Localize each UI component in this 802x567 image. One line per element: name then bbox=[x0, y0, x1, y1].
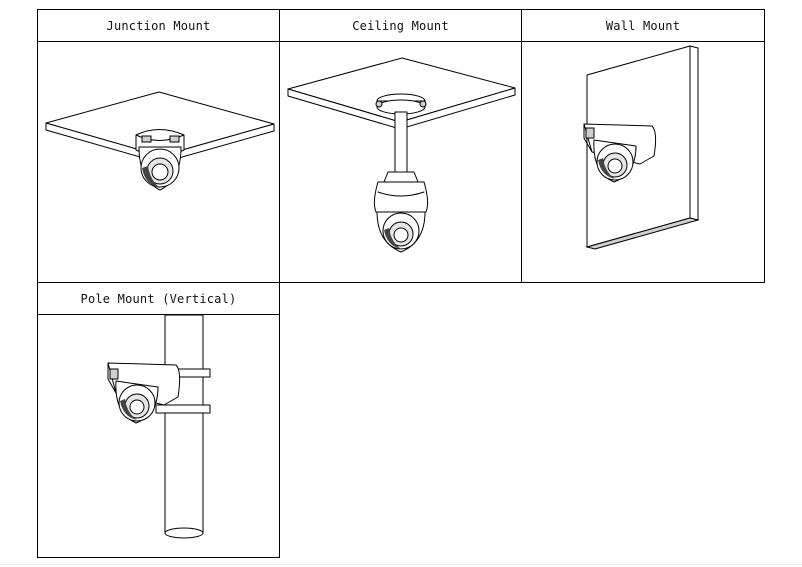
mount-title-junction: Junction Mount bbox=[38, 10, 279, 42]
mount-cell-junction: Junction Mount bbox=[37, 9, 280, 283]
mount-title-wall: Wall Mount bbox=[522, 10, 764, 42]
wall-mount-illustration bbox=[583, 45, 700, 250]
pole-mount-illustration bbox=[107, 315, 211, 539]
mount-cell-wall: Wall Mount bbox=[521, 9, 765, 283]
ceiling-mount-illustration bbox=[287, 57, 516, 253]
page-bottom-rule bbox=[0, 564, 802, 565]
mount-title-pole: Pole Mount (Vertical) bbox=[38, 283, 279, 315]
junction-mount-illustration bbox=[45, 91, 275, 191]
mount-cell-pole: Pole Mount (Vertical) bbox=[37, 282, 280, 558]
mount-cell-ceiling: Ceiling Mount bbox=[279, 9, 522, 283]
mount-title-ceiling: Ceiling Mount bbox=[280, 10, 521, 42]
